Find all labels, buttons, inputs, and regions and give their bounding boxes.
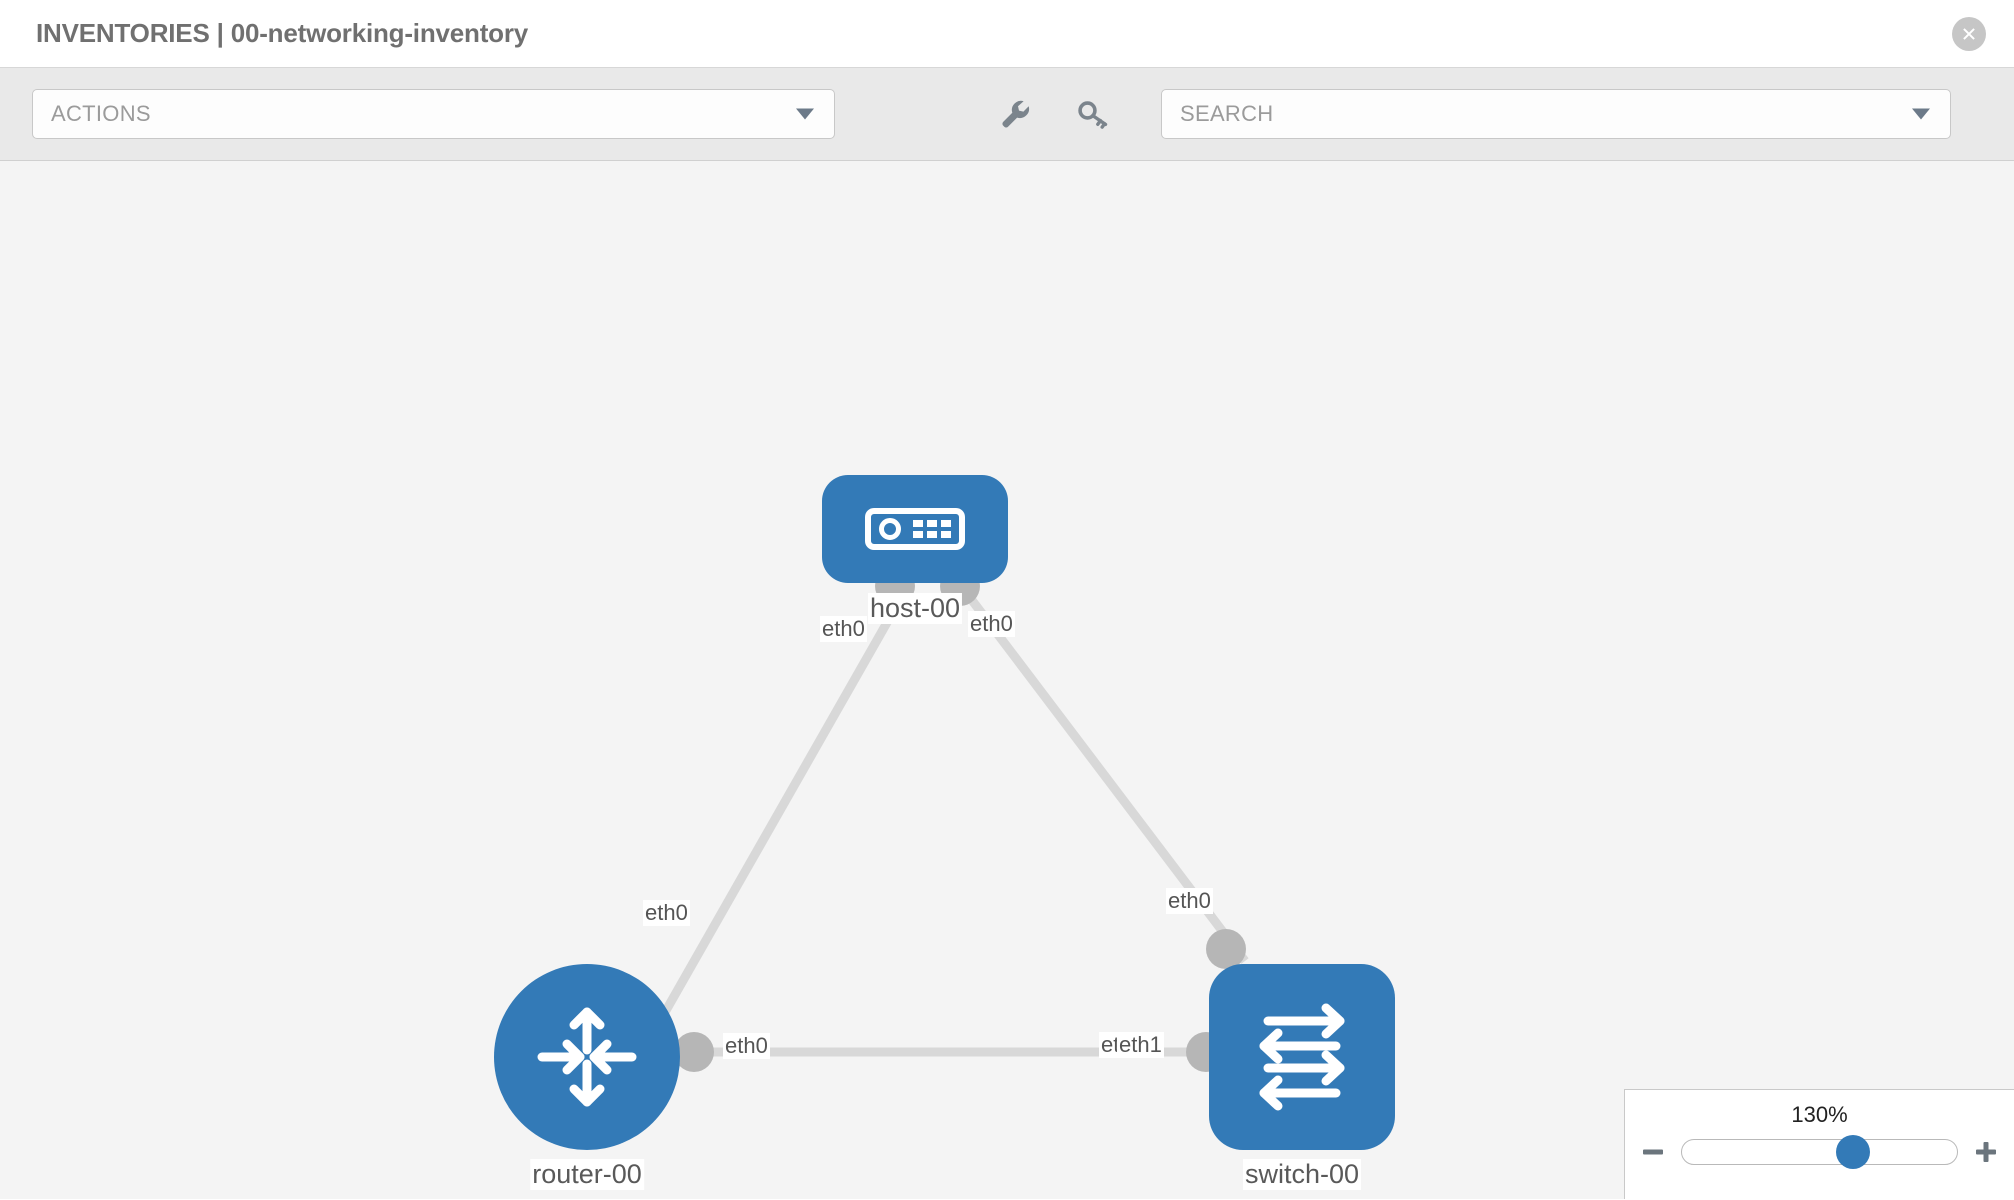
zoom-control-panel: 130% <box>1624 1089 2014 1199</box>
node-host-00[interactable]: host-00 <box>822 475 1008 624</box>
node-host-00-shape[interactable] <box>822 475 1008 583</box>
zoom-in-button[interactable] <box>1972 1138 2000 1166</box>
chevron-down-icon <box>796 108 814 120</box>
page-title: INVENTORIES | 00-networking-inventory <box>36 18 529 48</box>
node-switch-00-shape[interactable] <box>1209 964 1395 1150</box>
edge-label-host-left: eth0 <box>820 616 867 642</box>
close-icon <box>1963 27 1975 40</box>
node-router-00-shape[interactable] <box>494 964 680 1150</box>
edge-label-router-up: eth0 <box>643 900 690 926</box>
switch-icon <box>1259 1003 1345 1111</box>
server-icon <box>865 508 965 550</box>
plus-icon <box>1976 1142 1996 1162</box>
search-input[interactable]: SEARCH <box>1161 89 1951 139</box>
edge-host-router <box>656 588 909 1024</box>
port-switch-top[interactable] <box>1206 929 1246 969</box>
toolbar: ACTIONS SEARCH <box>0 68 2014 161</box>
router-icon <box>537 1007 637 1107</box>
node-host-00-label: host-00 <box>867 593 963 624</box>
topology-canvas[interactable]: host-00 router-00 <box>0 161 2014 1199</box>
zoom-level-label: 130% <box>1791 1102 1848 1127</box>
wrench-button[interactable] <box>995 94 1035 134</box>
edge-label-switch-up: eth0 <box>1166 888 1213 914</box>
toolbar-icon-group <box>995 94 1113 134</box>
node-router-00[interactable]: router-00 <box>494 964 680 1190</box>
topology-edges <box>656 588 1249 1057</box>
node-router-00-label: router-00 <box>530 1159 644 1190</box>
zoom-out-button[interactable] <box>1639 1138 1667 1166</box>
node-switch-00[interactable]: switch-00 <box>1209 964 1395 1190</box>
node-switch-00-label: switch-00 <box>1242 1159 1362 1190</box>
wrench-icon <box>1002 100 1030 128</box>
zoom-slider-thumb[interactable] <box>1835 1135 1870 1169</box>
search-placeholder: SEARCH <box>1180 101 1274 126</box>
edge-label-switch-left-b: eth1 <box>1117 1032 1164 1058</box>
key-button[interactable] <box>1073 94 1113 134</box>
page-header: INVENTORIES | 00-networking-inventory <box>0 0 2014 68</box>
minus-icon <box>1643 1149 1663 1155</box>
zoom-slider-track[interactable] <box>1681 1135 1958 1169</box>
edge-label-router-right: eth0 <box>723 1033 770 1059</box>
search-chevron-down-icon[interactable] <box>1912 108 1930 120</box>
actions-dropdown-label: ACTIONS <box>51 101 151 126</box>
key-icon <box>1078 101 1108 129</box>
zoom-slider-row <box>1625 1135 2014 1169</box>
close-button[interactable] <box>1952 16 1986 51</box>
actions-dropdown[interactable]: ACTIONS <box>32 89 835 139</box>
port-router-right[interactable] <box>674 1032 714 1072</box>
edge-label-host-right: eth0 <box>968 611 1015 637</box>
